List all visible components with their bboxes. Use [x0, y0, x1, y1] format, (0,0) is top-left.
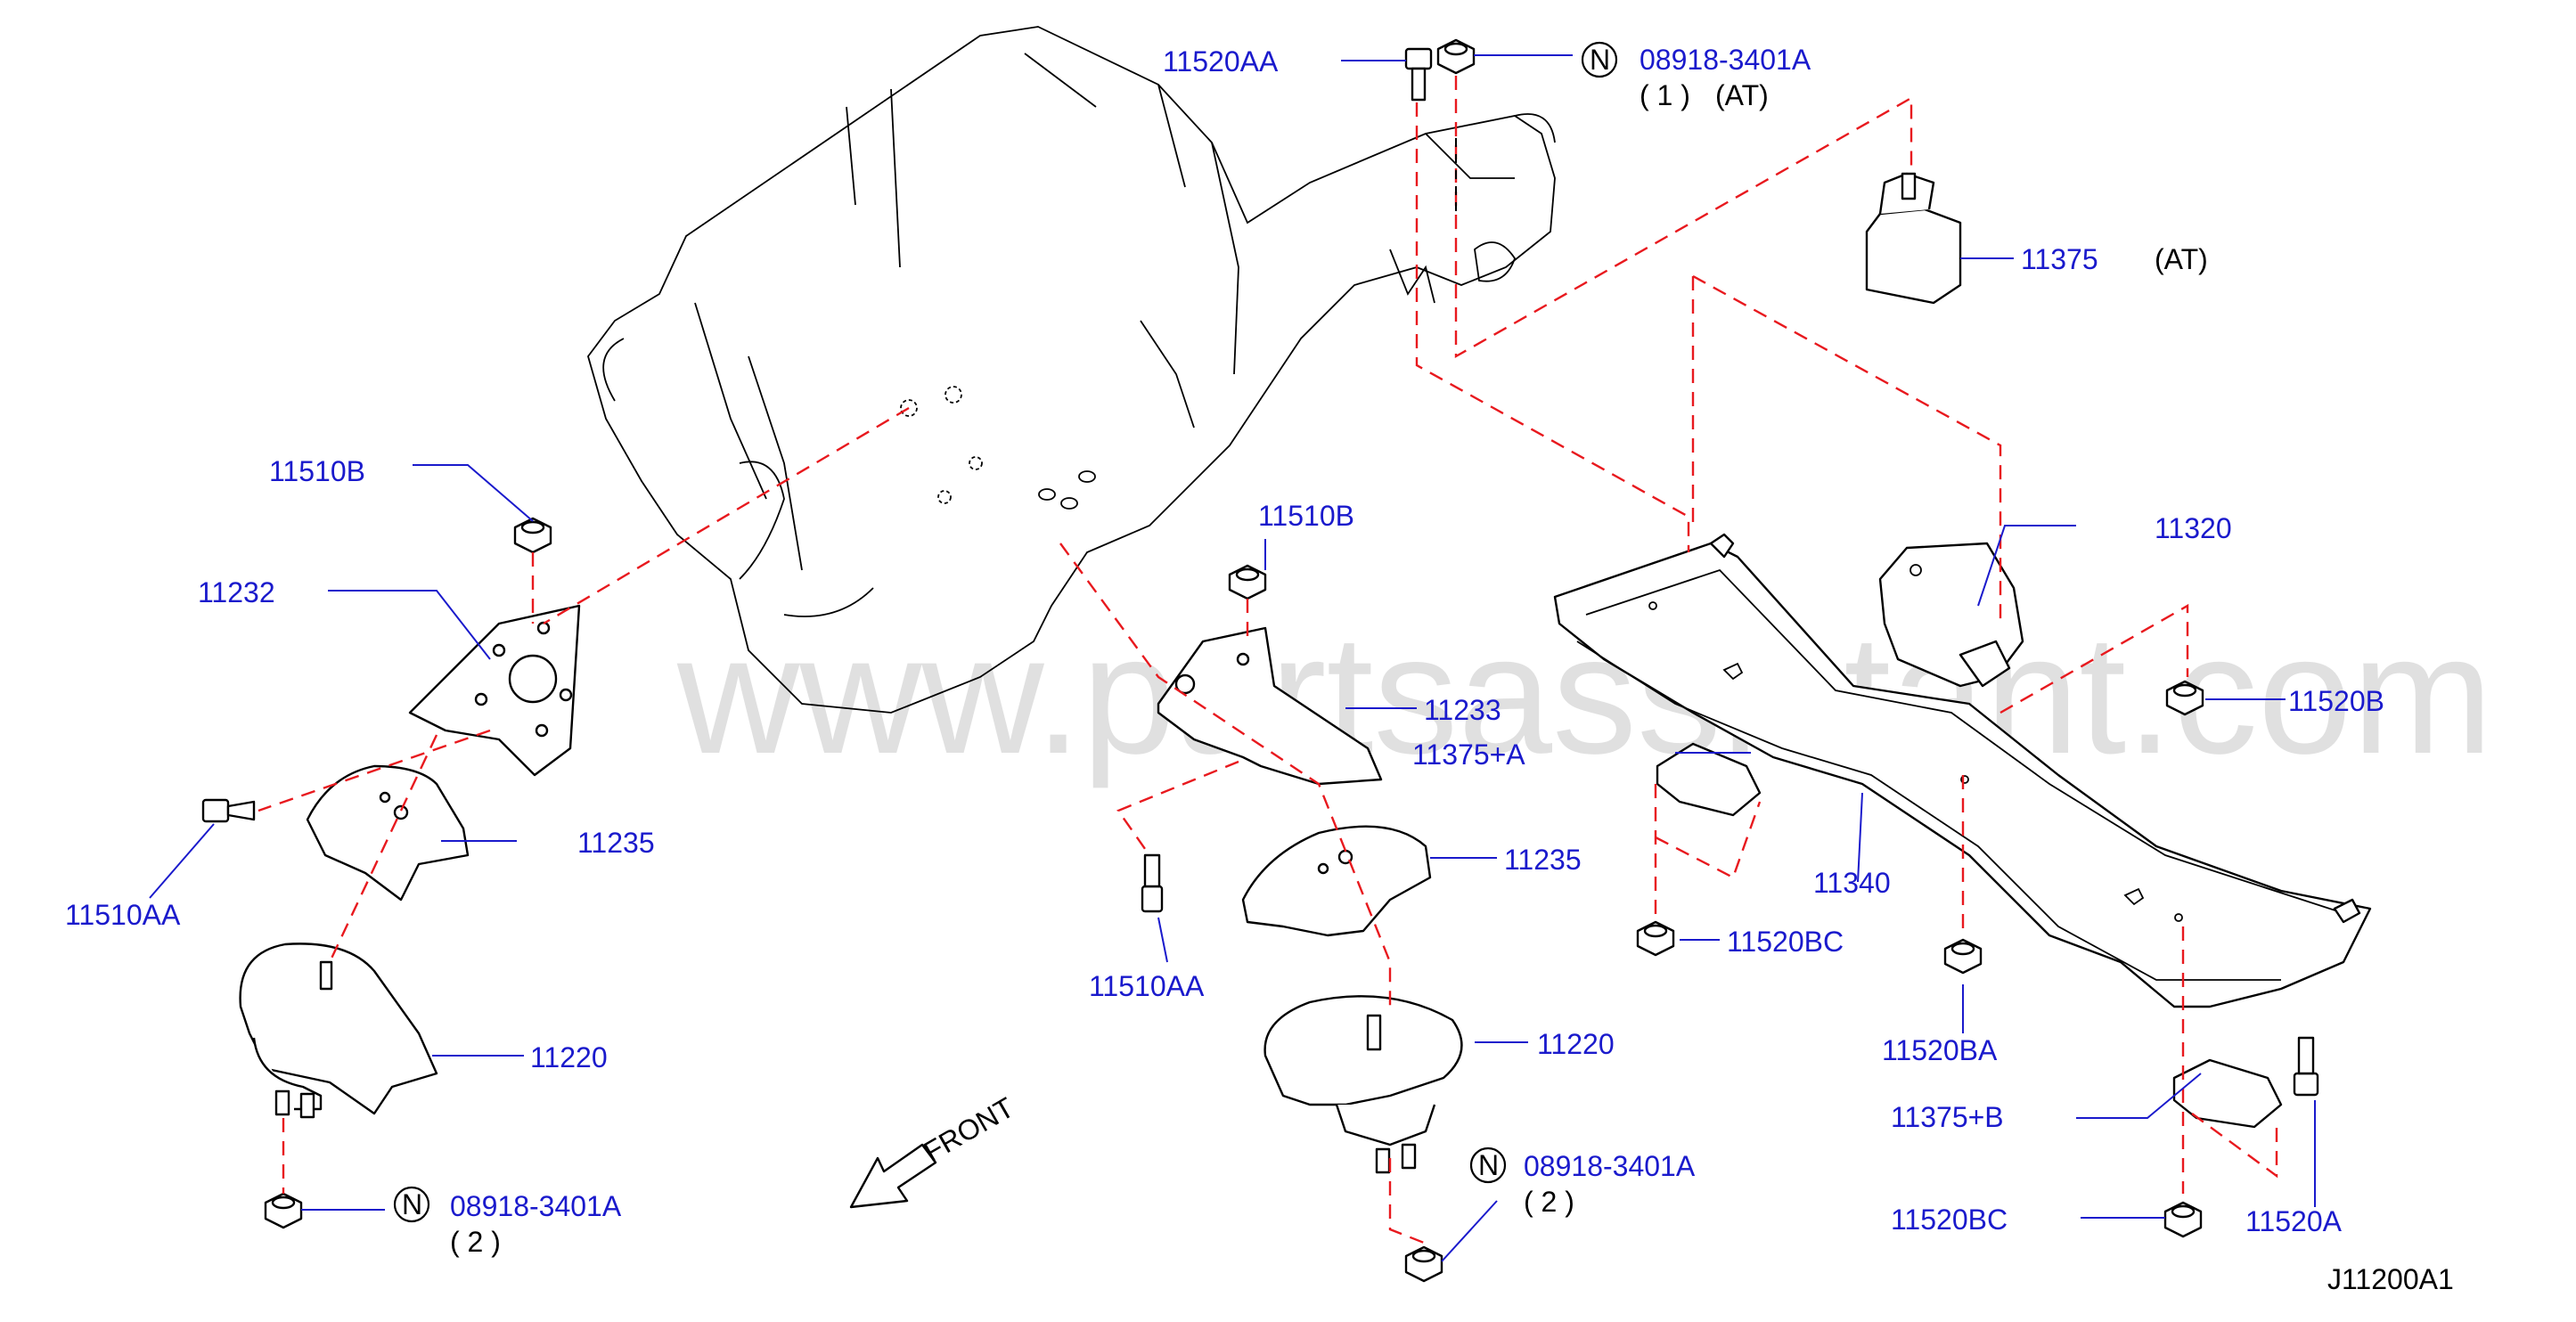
label-08918-mid-qty: ( 2 )	[1524, 1186, 1574, 1218]
label-08918-mid[interactable]: 08918-3401A	[1524, 1150, 1696, 1182]
engine-transmission-illustration	[587, 26, 1556, 714]
nut-11510b-left	[513, 517, 552, 554]
bolt-11510aa-left	[201, 798, 256, 823]
assembly-dashed-lines	[258, 76, 2278, 1244]
label-11233[interactable]: 11233	[1424, 694, 1501, 726]
label-11520bc-bottom[interactable]: 11520BC	[1891, 1204, 2008, 1236]
label-11520b[interactable]: 11520B	[2288, 685, 2384, 717]
engine-mount-11220-left	[239, 943, 438, 1119]
bolt-11520a	[2293, 1036, 2319, 1097]
n-marker-left: N	[393, 1186, 430, 1223]
bracket-11232	[408, 604, 581, 777]
label-11375b[interactable]: 11375+B	[1891, 1101, 2004, 1133]
n-marker-top: N	[1581, 41, 1618, 78]
front-label: FRONT	[919, 1091, 1019, 1168]
label-11235-mid[interactable]: 11235	[1504, 844, 1582, 876]
label-11232[interactable]: 11232	[198, 576, 275, 608]
bracket-11375a	[1656, 742, 1762, 817]
label-11235-left[interactable]: 11235	[577, 827, 655, 859]
n-mark-left: N	[402, 1188, 422, 1220]
label-11375[interactable]: 11375	[2021, 243, 2098, 275]
label-11340[interactable]: 11340	[1813, 867, 1891, 899]
label-11375a[interactable]: 11375+A	[1412, 739, 1525, 771]
label-11220-mid[interactable]: 11220	[1537, 1028, 1615, 1060]
nut-08918-top	[1436, 38, 1476, 75]
engine-mount-11220-mid	[1263, 995, 1463, 1174]
bolt-11510aa-mid	[1141, 853, 1164, 913]
label-11320[interactable]: 11320	[2155, 512, 2232, 544]
label-11510aa-left[interactable]: 11510AA	[65, 899, 181, 931]
n-mark-mid: N	[1478, 1149, 1499, 1181]
label-11520bc-top[interactable]: 11520BC	[1727, 926, 1844, 958]
label-11220-left[interactable]: 11220	[530, 1041, 608, 1073]
left-mount-assembly	[201, 517, 581, 1229]
label-11510b-left[interactable]: 11510B	[269, 455, 365, 487]
nut-08918-left	[264, 1192, 303, 1229]
bracket-11375b	[2172, 1058, 2283, 1129]
label-11510b-mid[interactable]: 11510B	[1258, 500, 1354, 532]
label-11375-note: (AT)	[2155, 243, 2208, 275]
nut-11520b	[2165, 680, 2204, 716]
label-08918-top[interactable]: 08918-3401A	[1640, 44, 1811, 76]
front-arrow-icon	[849, 1143, 937, 1209]
bracket-11233	[1157, 626, 1383, 786]
nut-11520bc-bottom	[2163, 1201, 2203, 1238]
mount-11375-at	[1865, 172, 1962, 305]
n-marker-mid: N	[1469, 1147, 1507, 1184]
leader-lines	[149, 54, 2316, 1262]
label-11520a[interactable]: 11520A	[2245, 1205, 2343, 1237]
label-11510aa-mid[interactable]: 11510AA	[1089, 970, 1205, 1002]
label-08918-left-qty: ( 2 )	[450, 1226, 501, 1258]
label-08918-top-note: (AT)	[1715, 79, 1769, 111]
center-mount-assembly	[1141, 564, 1463, 1283]
nut-11520bc-top	[1636, 920, 1675, 957]
label-08918-top-qty: ( 1 )	[1640, 79, 1690, 111]
nut-11510b-mid	[1228, 564, 1267, 600]
bolt-11520aa	[1404, 47, 1433, 102]
nut-11520ba	[1943, 938, 1983, 975]
diagram-code: J11200A1	[2327, 1263, 2454, 1295]
heat-shield-11235-left	[306, 764, 470, 902]
front-direction-indicator: FRONT	[849, 1091, 1019, 1209]
top-fasteners	[1404, 38, 1962, 305]
part-labels: 11520AA 08918-3401A ( 1 ) (AT) 11375 (AT…	[65, 44, 2454, 1295]
label-08918-left[interactable]: 08918-3401A	[450, 1190, 622, 1222]
n-mark-top: N	[1590, 44, 1610, 76]
label-11520ba[interactable]: 11520BA	[1882, 1034, 1998, 1066]
label-11520aa[interactable]: 11520AA	[1163, 45, 1279, 78]
heat-shield-11235-mid	[1241, 825, 1432, 937]
nut-08918-mid	[1404, 1245, 1443, 1283]
